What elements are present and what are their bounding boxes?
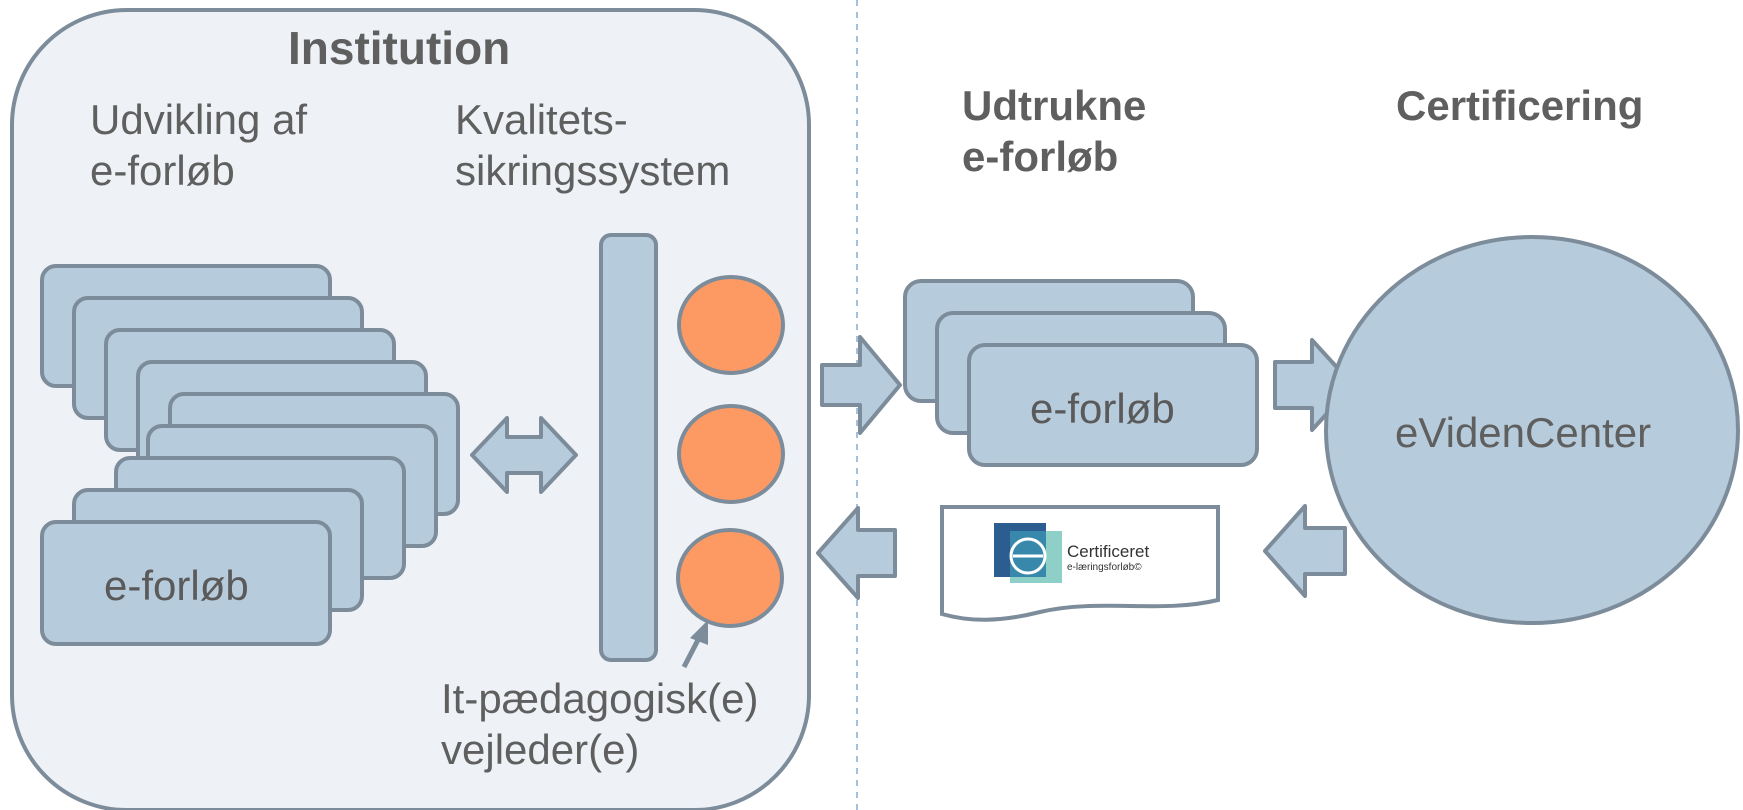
pointer-arrow-head-icon <box>690 620 708 645</box>
advisor-label: It-pædagogisk(e) vejleder(e) <box>441 673 758 775</box>
development-label-line1: Udvikling af <box>90 96 308 143</box>
left-arrow-icon <box>816 506 897 600</box>
pointer-arrow-line <box>681 634 703 669</box>
quality-system-bar <box>599 233 658 662</box>
certification-title: Certificering <box>1396 82 1644 129</box>
advisor-circle <box>676 528 784 628</box>
advisor-circles <box>676 275 785 628</box>
extracted-title: Udtrukne e-forløb <box>962 80 1146 182</box>
evidencenter-circle <box>1324 235 1740 625</box>
advisor-label-line1: It-pædagogisk(e) <box>441 675 759 722</box>
extracted-title-line1: Udtrukne <box>962 82 1147 129</box>
quality-label-line1: Kvalitets- <box>455 96 628 143</box>
institution-card-label: e-forløb <box>104 562 249 609</box>
extracted-title-line2: e-forløb <box>962 133 1119 181</box>
card-front <box>40 520 332 646</box>
advisor-circle <box>677 275 785 375</box>
development-label-line2: e-forløb <box>90 147 235 195</box>
advisor-label-line2: vejleder(e) <box>441 726 640 774</box>
certificate-title: Certificeret <box>1067 542 1150 561</box>
quality-label-line2: sikringssystem <box>455 147 731 195</box>
development-label: Udvikling af e-forløb <box>90 94 307 196</box>
right-arrow-icon <box>820 335 902 435</box>
advisor-circle <box>677 404 785 504</box>
double-arrow-icon <box>470 416 578 494</box>
left-arrow-icon <box>1263 504 1347 598</box>
extracted-card-label: e-forløb <box>1030 385 1175 432</box>
extracted-card-stack <box>903 279 1259 467</box>
certificate-subtitle: e-læringsforløb© <box>1067 562 1142 573</box>
quality-system-label: Kvalitets- sikringssystem <box>455 94 730 196</box>
certificate-logo-icon <box>994 523 1062 583</box>
evidencenter-label: eVidenCenter <box>1395 409 1652 456</box>
institution-title: Institution <box>288 22 511 74</box>
card-front <box>967 343 1259 467</box>
institution-card-stack <box>40 264 460 646</box>
